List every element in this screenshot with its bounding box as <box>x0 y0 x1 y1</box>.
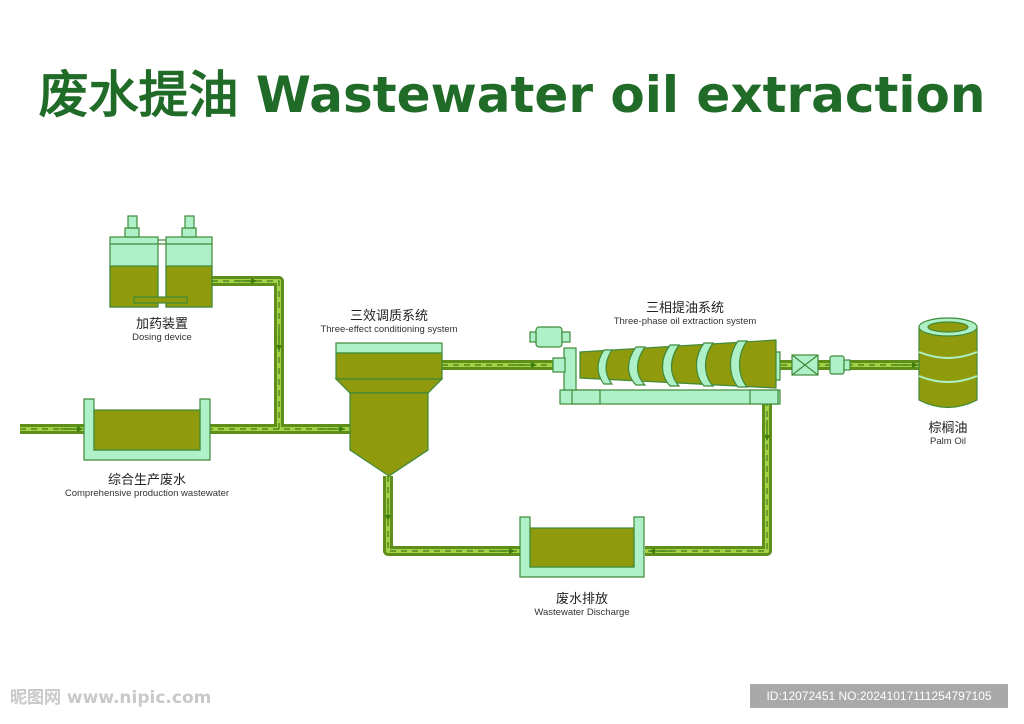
conditioning-label-en: Three-effect conditioning system <box>320 324 457 335</box>
wastewater-label: 综合生产废水 Comprehensive production wastewat… <box>65 472 229 499</box>
conditioning-tank <box>334 342 444 477</box>
wastewater-label-en: Comprehensive production wastewater <box>65 488 229 499</box>
extraction-label-cn: 三相提油系统 <box>646 300 724 316</box>
dosing-label-cn: 加药装置 <box>136 317 188 332</box>
palm-oil-drum <box>918 317 978 409</box>
extraction-label: 三相提油系统 Three-phase oil extraction system <box>614 300 757 327</box>
palm-oil-label-cn: 棕榈油 <box>928 421 967 436</box>
discharge-tank <box>519 516 645 578</box>
pipe-extraction-to-discharge <box>645 400 772 556</box>
conditioning-label-cn: 三效调质系统 <box>350 309 428 324</box>
discharge-label-en: Wastewater Discharge <box>534 607 629 618</box>
conditioning-label: 三效调质系统 Three-effect conditioning system <box>320 309 457 335</box>
page-title: 废水提油 Wastewater oil extraction <box>38 66 985 124</box>
extraction-label-en: Three-phase oil extraction system <box>614 316 757 327</box>
wastewater-tank <box>83 398 211 461</box>
palm-oil-label: 棕榈油 Palm Oil <box>928 421 967 447</box>
wastewater-label-cn: 综合生产废水 <box>108 472 186 488</box>
pipe-conditioning-to-discharge <box>383 476 520 556</box>
three-phase-extractor <box>529 326 851 405</box>
watermark-left: 昵图网 www.nipic.com <box>10 688 211 708</box>
dosing-device <box>109 215 213 308</box>
pipe-dosing <box>212 276 284 429</box>
dosing-label: 加药装置 Dosing device <box>132 317 192 343</box>
discharge-label: 废水排放 Wastewater Discharge <box>534 591 629 618</box>
discharge-label-cn: 废水排放 <box>556 591 608 607</box>
watermark-right: ID:12072451 NO:20241017111254797105 <box>766 689 991 703</box>
dosing-label-en: Dosing device <box>132 332 192 343</box>
palm-oil-label-en: Palm Oil <box>930 436 966 447</box>
watermark-right-bg <box>750 684 1008 708</box>
